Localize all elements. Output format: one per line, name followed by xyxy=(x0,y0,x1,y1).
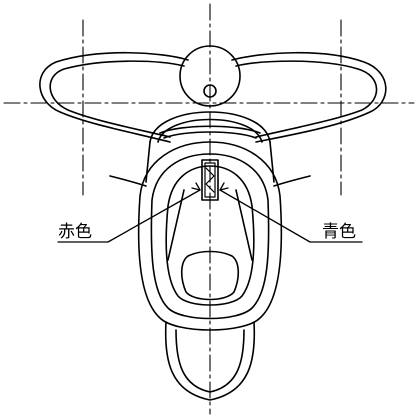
spout xyxy=(164,321,256,401)
lower-window xyxy=(180,250,240,301)
handle-knob-circle xyxy=(179,45,241,107)
blue-leader-line xyxy=(219,189,363,243)
body-inner-lines xyxy=(167,189,253,261)
body-middle xyxy=(150,153,270,320)
faucet-body xyxy=(137,141,283,331)
blue-label: 青色 xyxy=(322,222,356,242)
lever-inner-outline xyxy=(49,60,378,138)
red-leader-line xyxy=(57,189,201,243)
lever-handle xyxy=(39,51,387,143)
red-label: 赤色 xyxy=(58,222,92,242)
lever-outer-outline xyxy=(39,51,387,143)
center-lines xyxy=(3,3,415,415)
body-inner xyxy=(165,165,255,306)
temperature-indicator xyxy=(201,159,219,201)
body-outer xyxy=(137,141,283,331)
handle-screw xyxy=(203,84,217,98)
handle-collar xyxy=(149,111,271,143)
leader-lines xyxy=(57,182,363,243)
